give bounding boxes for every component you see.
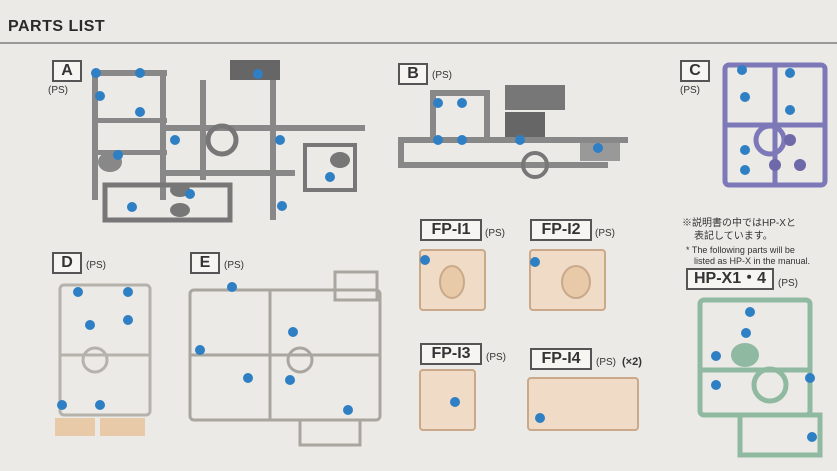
runner-c-ps: (PS) (680, 85, 700, 96)
page-title: PARTS LIST (8, 18, 106, 35)
runner-a-ps: (PS) (48, 85, 68, 96)
runner-fp-i4-ps: (PS) (596, 357, 616, 368)
runner-fp-i4-count: (×2) (622, 356, 642, 368)
runner-b-ps: (PS) (432, 70, 452, 81)
note-en-line1: * The following parts will be (686, 245, 795, 255)
runner-fp-i4-label: FP-I4 (530, 348, 592, 370)
runner-b-label: B (398, 63, 428, 85)
runner-a-label: A (52, 60, 82, 82)
runner-d-label: D (52, 252, 82, 274)
runner-b-drawing (398, 85, 628, 179)
runner-c-drawing (722, 62, 828, 188)
runner-fp-i1-ps: (PS) (485, 228, 505, 239)
note-jp-line2: 表記しています。 (694, 231, 773, 242)
runner-fp-i1-label: FP-I1 (420, 219, 482, 241)
runner-d-drawing (55, 283, 152, 436)
runner-e-drawing (188, 270, 382, 447)
note-jp-line1: ※説明書の中ではHP-Xと (682, 218, 796, 229)
runner-hpx-ps: (PS) (778, 278, 798, 289)
hpx-runner-drawing (697, 297, 823, 458)
runner-hpx-label: HP-X1・4 (686, 268, 774, 290)
runner-e-ps: (PS) (224, 260, 244, 271)
runner-fp-i2-label: FP-I2 (530, 219, 592, 241)
note-en-line2: listed as HP-X in the manual. (694, 256, 811, 266)
runner-fp-i3-label: FP-I3 (420, 343, 482, 365)
runner-d-ps: (PS) (86, 260, 106, 271)
part-number-markers (57, 65, 817, 442)
runner-c-label: C (680, 60, 710, 82)
runner-fp-i3-ps: (PS) (486, 352, 506, 363)
runner-a-drawing (92, 60, 365, 223)
header-rule-left (0, 42, 135, 44)
runner-fp-i2-ps: (PS) (595, 228, 615, 239)
runner-e-label: E (190, 252, 220, 274)
fp-runner-drawings (419, 249, 639, 431)
header-rule (130, 42, 837, 44)
